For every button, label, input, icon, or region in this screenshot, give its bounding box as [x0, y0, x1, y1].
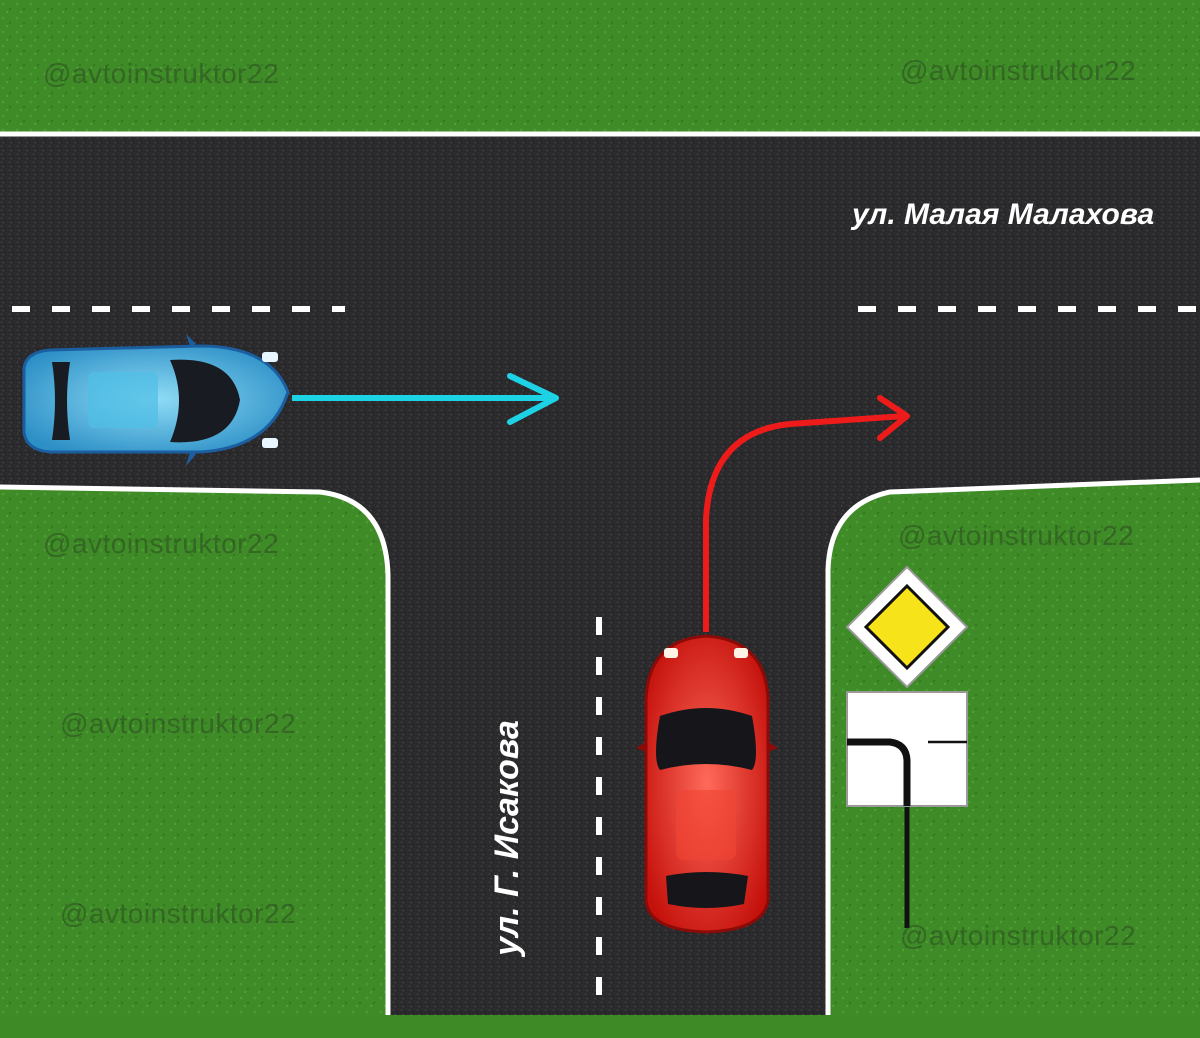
- intersection-scene: @avtoinstruktor22 @avtoinstruktor22 @avt…: [0, 0, 1200, 1015]
- road-surface: [0, 135, 1200, 1015]
- watermark-text: @avtoinstruktor22: [900, 55, 1137, 86]
- watermark-text: @avtoinstruktor22: [60, 898, 297, 929]
- watermark-text: @avtoinstruktor22: [43, 528, 280, 559]
- right-road-edge: [825, 477, 1200, 1015]
- watermark-text: @avtoinstruktor22: [898, 520, 1135, 551]
- main-road-label: ул. Малая Малахова: [852, 198, 1155, 231]
- priority-road-sign: [845, 565, 969, 928]
- red-car: [636, 634, 778, 934]
- main-road-direction-plate: [846, 691, 968, 807]
- blue-arrow: [292, 373, 559, 425]
- intersection-drawing: [0, 0, 1200, 1015]
- blue-car: [22, 334, 290, 466]
- watermark-text: @avtoinstruktor22: [60, 708, 297, 739]
- side-road-label: ул. Г. Исакова: [488, 720, 526, 956]
- left-road-edge: [0, 484, 391, 1015]
- watermark-text: @avtoinstruktor22: [43, 58, 280, 89]
- watermark-text: @avtoinstruktor22: [900, 920, 1137, 951]
- red-arrow: [703, 395, 910, 632]
